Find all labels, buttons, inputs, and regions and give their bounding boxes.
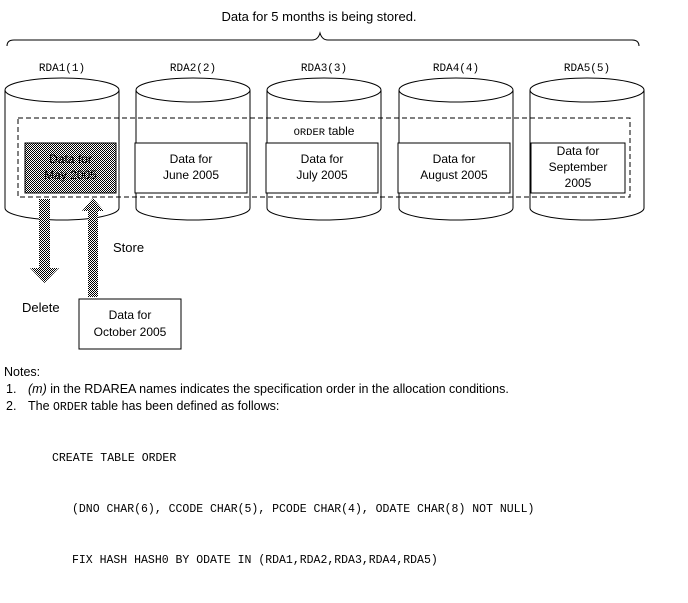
note-number: 1. bbox=[6, 382, 17, 396]
svg-text:July 2005: July 2005 bbox=[296, 168, 348, 182]
note-item-1: 1. (m) in the RDAREA names indicates the … bbox=[4, 381, 684, 398]
svg-text:Data for: Data for bbox=[109, 308, 152, 322]
store-label: Store bbox=[113, 240, 144, 255]
svg-text:Data for: Data for bbox=[301, 152, 344, 166]
order-table-label: ORDER table bbox=[294, 124, 355, 139]
svg-text:October 2005: October 2005 bbox=[94, 325, 167, 339]
rda-label: RDA1(1) bbox=[39, 63, 85, 75]
note-text-post: table has been defined as follows: bbox=[87, 399, 280, 413]
svg-text:Data for: Data for bbox=[170, 152, 213, 166]
header-title: Data for 5 months is being stored. bbox=[221, 9, 416, 24]
data-box-june-2005: Data for June 2005 bbox=[134, 142, 248, 194]
delete-label: Delete bbox=[22, 300, 60, 315]
svg-text:Data for: Data for bbox=[557, 144, 600, 158]
note-item-2: 2. The ORDER table has been defined as fo… bbox=[4, 398, 684, 416]
delete-arrow bbox=[30, 199, 59, 283]
note-text-pre: The bbox=[28, 399, 54, 413]
svg-text:September: September bbox=[549, 160, 608, 174]
svg-text:June 2005: June 2005 bbox=[163, 168, 219, 182]
data-box-may-2005: Data for May 2005 bbox=[24, 142, 117, 194]
note-text: in the RDAREA names indicates the specif… bbox=[46, 382, 509, 396]
note-table-name: ORDER bbox=[53, 401, 88, 414]
data-box-october-2005: Data for October 2005 bbox=[78, 298, 182, 350]
rda-label: RDA2(2) bbox=[170, 63, 216, 75]
code-line: FIX HASH HASH0 BY ODATE IN (RDA1,RDA2,RD… bbox=[72, 554, 438, 567]
svg-text:Data for: Data for bbox=[49, 152, 92, 166]
svg-text:Data for: Data for bbox=[433, 152, 476, 166]
rda-label: RDA5(5) bbox=[564, 63, 610, 75]
data-box-july-2005: Data for July 2005 bbox=[265, 142, 379, 194]
order-table-boundary bbox=[17, 117, 631, 198]
notes-section: Notes: 1. (m) in the RDAREA names indicat… bbox=[4, 364, 684, 603]
code-line: (DNO CHAR(6), CCODE CHAR(5), PCODE CHAR(… bbox=[72, 503, 535, 516]
svg-text:August 2005: August 2005 bbox=[420, 168, 488, 182]
rdarea-diagram: Data for 5 months is being stored. RDA1(… bbox=[4, 9, 645, 350]
code-block: CREATE TABLE ORDER (DNO CHAR(6), CCODE C… bbox=[4, 416, 684, 603]
top-brace bbox=[6, 31, 640, 47]
svg-text:May 2005: May 2005 bbox=[44, 168, 97, 182]
rda-label: RDA4(4) bbox=[433, 63, 479, 75]
code-line: CREATE TABLE ORDER bbox=[52, 452, 177, 465]
svg-text:2005: 2005 bbox=[565, 176, 592, 190]
data-box-august-2005: Data for August 2005 bbox=[397, 142, 511, 194]
store-arrow bbox=[82, 198, 104, 297]
notes-heading: Notes: bbox=[4, 365, 41, 379]
note-variable: (m) bbox=[28, 382, 47, 396]
note-number: 2. bbox=[6, 399, 17, 413]
rda-label: RDA3(3) bbox=[301, 63, 347, 75]
data-box-september-2005: Data for September 2005 bbox=[530, 142, 626, 194]
